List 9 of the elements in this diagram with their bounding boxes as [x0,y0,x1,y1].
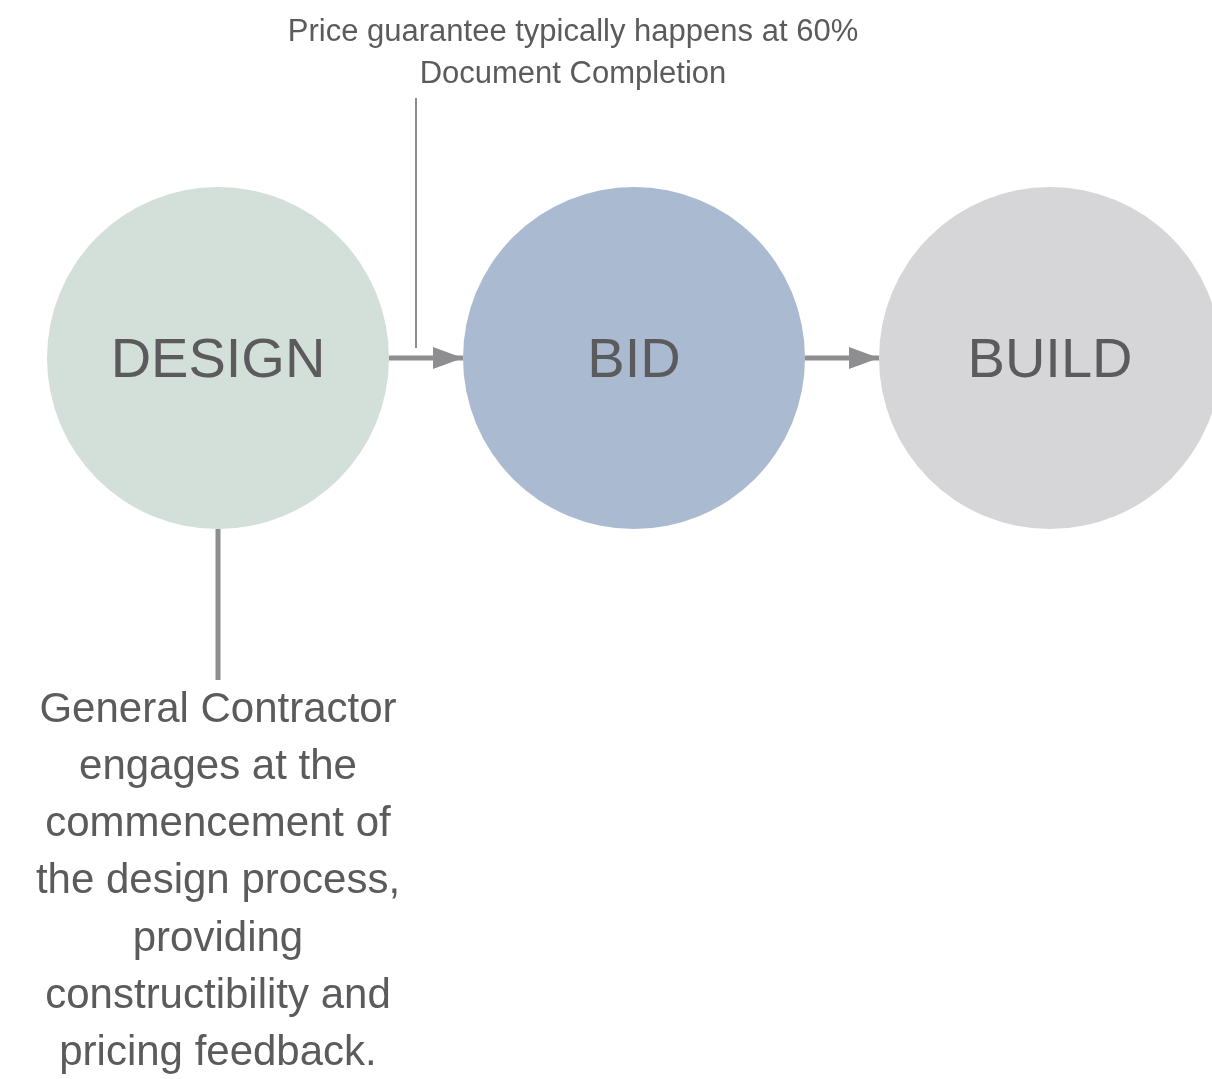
note-text: General Contractor engages at the commencement of the design process, providing constructibility and pricing feedback. [18,680,418,1078]
stage-circle: BUILD [879,187,1212,529]
note-text: Price guarantee typically happens at 60% Document Completion [272,6,874,98]
leader-line [415,97,417,349]
leader-line [215,529,221,680]
arrow [389,347,463,369]
stage-circle: DESIGN [47,187,389,529]
arrow [805,347,879,369]
stage-circle: BID [463,187,805,529]
